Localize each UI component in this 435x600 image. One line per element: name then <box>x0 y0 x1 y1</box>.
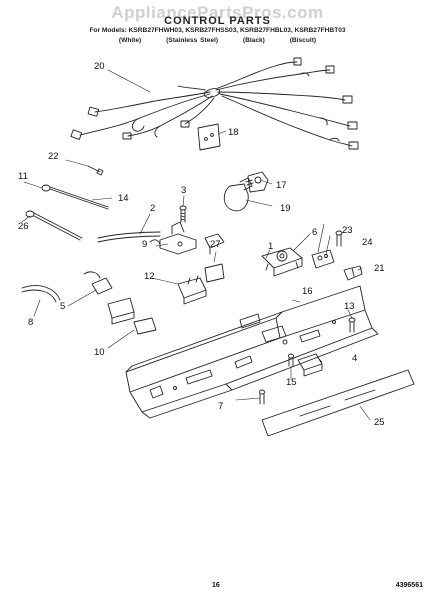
callout-10: 10 <box>94 347 105 358</box>
variant-biscuit: (Biscuit) <box>289 37 317 44</box>
part-2-tube <box>97 231 161 243</box>
callout-11: 11 <box>18 171 28 182</box>
variants-line: (White) (Stainless Steel) (Black) (Biscu… <box>0 37 435 44</box>
callout-1: 1 <box>268 241 274 252</box>
callout-13: 13 <box>344 301 355 312</box>
control-housing <box>125 285 379 419</box>
callout-17: 17 <box>276 180 287 191</box>
part-7-screw <box>259 389 265 405</box>
callout-14: 14 <box>118 193 129 204</box>
callout-5: 5 <box>60 301 66 312</box>
part-26-probe <box>25 210 83 241</box>
callout-3: 3 <box>181 185 187 196</box>
callout-9: 9 <box>142 239 148 250</box>
part-21-clip <box>343 265 363 281</box>
part-10-label <box>133 317 157 335</box>
part-17-socket <box>247 171 269 193</box>
part-9-switch <box>149 221 197 255</box>
callout-12: 12 <box>144 271 155 282</box>
part-3-screw <box>179 205 187 223</box>
part-8-tube <box>21 285 61 303</box>
part-14-probe <box>41 184 109 210</box>
part-18-plate <box>197 123 221 151</box>
page-number: 16 <box>212 582 220 589</box>
callout-15: 15 <box>286 377 297 388</box>
part-switch-lower <box>107 297 135 325</box>
callout-22: 22 <box>48 151 59 162</box>
part-switch-small <box>204 233 225 255</box>
part-27-label <box>204 263 225 283</box>
callout-18: 18 <box>228 127 239 138</box>
callout-8: 8 <box>28 317 34 328</box>
leader-lines <box>21 69 371 421</box>
part-22-screw <box>87 165 104 176</box>
part-25-strip <box>261 369 415 437</box>
part-24-bracket <box>311 249 335 269</box>
part-13-screw <box>348 317 356 333</box>
wire-harness <box>70 57 359 150</box>
callout-23: 23 <box>342 225 353 236</box>
callout-25: 25 <box>374 417 385 428</box>
callout-24: 24 <box>362 237 373 248</box>
callout-26: 26 <box>18 221 29 232</box>
page-title: CONTROL PARTS <box>164 15 271 27</box>
watermark-text: AppliancePartsPros.com <box>111 3 324 22</box>
variant-stainless: (Stainless Steel) <box>166 37 219 44</box>
callout-20: 20 <box>94 61 105 72</box>
callout-6: 6 <box>312 227 318 238</box>
part-15-screw <box>288 353 294 367</box>
part-6-control <box>261 247 303 277</box>
callout-2: 2 <box>150 203 156 214</box>
models-line: For Models: KSRB27FHWH03, KSRB27FHSS03, … <box>89 27 346 34</box>
variant-white: (White) <box>118 37 142 44</box>
callout-4: 4 <box>352 353 358 364</box>
callout-16: 16 <box>302 286 313 297</box>
callout-7: 7 <box>218 401 224 412</box>
callout-21: 21 <box>374 263 385 274</box>
callout-27: 27 <box>210 239 221 250</box>
part-23-screw <box>335 230 343 247</box>
variant-black: (Black) <box>242 37 265 44</box>
part-5-connector <box>83 271 113 295</box>
part-12-switch <box>177 275 207 305</box>
callout-19: 19 <box>280 203 291 214</box>
doc-number: 4396561 <box>395 582 423 589</box>
part-4-bracket <box>297 353 323 377</box>
